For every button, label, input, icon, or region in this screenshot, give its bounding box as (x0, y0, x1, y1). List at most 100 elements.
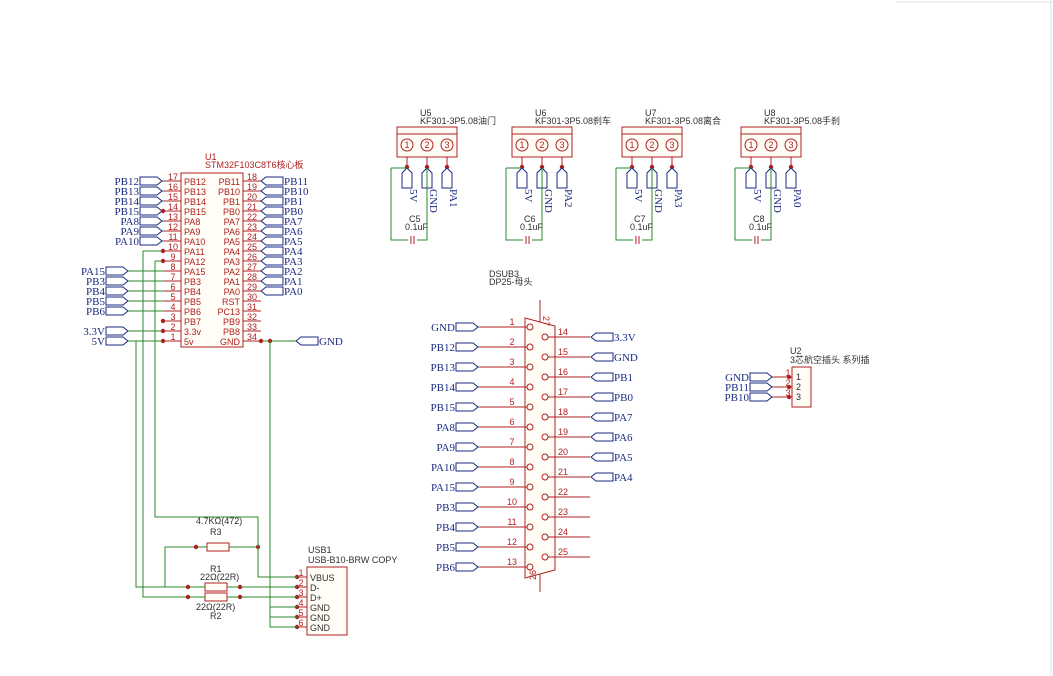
net-flag-pb10[interactable]: PB10 (725, 392, 773, 404)
net-flag-pa0[interactable]: PA0 (260, 286, 303, 298)
r1-body[interactable] (204, 582, 228, 592)
net-flag-pa4[interactable]: PA4 (590, 472, 633, 484)
net-flag-pa0[interactable]: PA0 (785, 167, 803, 208)
net-flag-pa15[interactable]: PA15 (81, 266, 129, 278)
net-flag-pa3[interactable]: PA3 (260, 256, 303, 268)
net-flag-pa1[interactable]: PA1 (441, 167, 459, 208)
net-flag-5v[interactable]: 5V (92, 336, 129, 348)
cap-ref: C8 (753, 214, 765, 224)
r3-body[interactable] (206, 542, 230, 552)
net-flag-pb15[interactable]: PB15 (115, 206, 163, 218)
net-flag-3.3v[interactable]: 3.3V (590, 332, 636, 344)
dsub25-connector[interactable]: DSUB3DP25-母头27261GND2PB123PB134PB145PB15… (431, 269, 638, 592)
net-flag-pa1[interactable]: PA1 (260, 276, 303, 288)
net-flag-pa5[interactable]: PA5 (590, 452, 633, 464)
net-flag-pb12[interactable]: PB12 (431, 342, 479, 354)
net-flag-3.3v[interactable]: 3.3V (83, 326, 129, 338)
terminal-value: KF301-3P5.08手刹 (764, 115, 840, 126)
net-flag-pb5[interactable]: PB5 (436, 542, 479, 554)
net-flag-pb11[interactable]: PB11 (725, 382, 773, 394)
net-label: PA5 (614, 452, 633, 464)
net-flag-pb4[interactable]: PB4 (436, 522, 479, 534)
net-flag-pb6[interactable]: PB6 (436, 562, 479, 574)
dsub-pin-number: 23 (558, 507, 568, 517)
net-flag-pa10[interactable]: PA10 (431, 462, 479, 474)
net-flag-shape (590, 472, 614, 482)
net-flag-gnd[interactable]: GND (421, 167, 439, 213)
net-flag-shape (590, 412, 614, 422)
net-flag-pa4[interactable]: PA4 (260, 246, 303, 258)
net-flag-pa8[interactable]: PA8 (120, 216, 163, 228)
net-flag-pb14[interactable]: PB14 (115, 196, 163, 208)
net-flag-pa5[interactable]: PA5 (260, 236, 303, 248)
net-flag-pb10[interactable]: PB10 (260, 186, 309, 198)
terminal-value: KF301-3P5.08离合 (645, 115, 721, 126)
net-flag-pb11[interactable]: PB11 (260, 176, 308, 188)
net-flag-pa10[interactable]: PA10 (115, 236, 163, 248)
u1-body[interactable] (180, 172, 244, 348)
net-flag-gnd[interactable]: GND (536, 167, 554, 213)
net-flag-pa9[interactable]: PA9 (120, 226, 163, 238)
net-flag-pb14[interactable]: PB14 (431, 382, 479, 394)
u1-pin-number: 21 (247, 202, 257, 212)
terminal-blocks[interactable]: U5KF301-3P5.08油门15V2GND3PA1C50.1uFU6KF30… (390, 108, 840, 244)
net-flag-gnd[interactable]: GND (431, 322, 479, 334)
wire (532, 168, 543, 241)
net-flag-pb5[interactable]: PB5 (86, 296, 129, 308)
net-flag-pa7[interactable]: PA7 (590, 412, 633, 424)
net-flag-5v[interactable]: 5V (516, 167, 534, 203)
u2-body[interactable] (791, 366, 812, 408)
net-flag-pb0[interactable]: PB0 (590, 392, 633, 404)
terminal-body[interactable] (621, 126, 683, 158)
net-flag-pa2[interactable]: PA2 (556, 167, 574, 208)
usb-body[interactable] (306, 566, 348, 636)
net-flag-pb1[interactable]: PB1 (260, 196, 303, 208)
dsub-pin-number: 18 (558, 407, 568, 417)
net-flag-pa6[interactable]: PA6 (590, 432, 633, 444)
net-flag-pb12[interactable]: PB12 (115, 176, 163, 188)
net-flag-shape (590, 392, 614, 402)
u1-pin-name: PB1 (223, 197, 240, 207)
net-flag-pb6[interactable]: PB6 (86, 306, 129, 318)
net-flag-pb3[interactable]: PB3 (436, 502, 479, 514)
net-flag-gnd[interactable]: GND (646, 167, 664, 213)
net-flag-pa7[interactable]: PA7 (260, 216, 303, 228)
net-flag-5v[interactable]: 5V (401, 167, 419, 203)
net-flag-pa6[interactable]: PA6 (260, 226, 303, 238)
net-flag-gnd[interactable]: GND (725, 372, 773, 384)
net-flag-pb4[interactable]: PB4 (86, 286, 129, 298)
net-flag-pb3[interactable]: PB3 (86, 276, 129, 288)
net-flag-gnd[interactable]: GND (765, 167, 783, 213)
net-flag-pa8[interactable]: PA8 (436, 422, 479, 434)
net-flag-5v[interactable]: 5V (745, 167, 763, 203)
dsub-shell[interactable] (524, 317, 556, 579)
terminal-body[interactable] (740, 126, 802, 158)
net-flag-pb1[interactable]: PB1 (590, 372, 633, 384)
wire (164, 546, 207, 587)
dsub-pin-number: 26 (528, 570, 538, 580)
net-flag-pb0[interactable]: PB0 (260, 206, 303, 218)
net-flag-pb15[interactable]: PB15 (431, 402, 479, 414)
terminal-body[interactable] (396, 126, 458, 158)
net-flag-pa3[interactable]: PA3 (666, 167, 684, 208)
net-flag-pb13[interactable]: PB13 (431, 362, 479, 374)
net-flag-5v[interactable]: 5V (626, 167, 644, 203)
net-flag-pa9[interactable]: PA9 (436, 442, 479, 454)
net-flag-pa2[interactable]: PA2 (260, 266, 303, 278)
dsub-value: DP25-母头 (489, 277, 533, 287)
net-flag-pb13[interactable]: PB13 (115, 186, 163, 198)
r2-body[interactable] (204, 592, 228, 602)
net-flag-gnd[interactable]: GND (590, 352, 638, 364)
net-flag-pa15[interactable]: PA15 (431, 482, 479, 494)
net-label: GND (319, 336, 343, 348)
u1-pin-name: PA7 (224, 217, 240, 227)
net-flag-gnd[interactable]: GND (295, 336, 343, 348)
